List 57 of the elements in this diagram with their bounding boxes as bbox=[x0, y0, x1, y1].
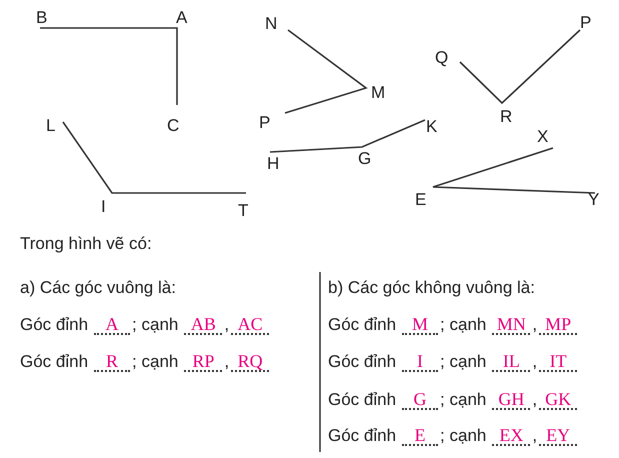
point-label: T bbox=[238, 201, 248, 221]
point-label: E bbox=[415, 190, 426, 210]
fill-in-line: IT bbox=[539, 352, 578, 372]
point-label: P bbox=[259, 113, 270, 133]
prompt-text: Góc đỉnh bbox=[328, 351, 396, 373]
point-label: C bbox=[167, 116, 180, 136]
point-label: K bbox=[426, 117, 438, 137]
point-label: I bbox=[101, 197, 106, 217]
point-label: B bbox=[36, 8, 48, 28]
fill-in-line: EX bbox=[492, 426, 530, 446]
fill-in-line: G bbox=[402, 390, 438, 410]
fill-in-line: RP bbox=[184, 352, 222, 372]
separator-text: , bbox=[532, 425, 538, 447]
point-label: N bbox=[265, 14, 278, 34]
fill-in-line: RQ bbox=[231, 352, 270, 372]
point-label: L bbox=[46, 116, 56, 136]
point-label: P bbox=[580, 13, 592, 33]
fill-in-line: MN bbox=[492, 315, 530, 335]
fill-in-line: R bbox=[94, 352, 130, 372]
heading-text: Trong hình vẽ có: bbox=[20, 234, 152, 254]
separator-text: , bbox=[224, 314, 230, 336]
prompt-text: Góc đỉnh bbox=[328, 314, 396, 336]
fill-in-line: GK bbox=[539, 390, 578, 410]
prompt-text: Góc đỉnh bbox=[328, 389, 396, 411]
separator-text: ; cạnh bbox=[132, 351, 178, 373]
separator-text: ; cạnh bbox=[440, 425, 486, 447]
question-text: b) Các góc không vuông là: bbox=[328, 278, 535, 298]
separator-text: ; cạnh bbox=[440, 314, 486, 336]
separator-text: ; cạnh bbox=[440, 389, 486, 411]
point-label: Y bbox=[588, 190, 600, 210]
separator-text: , bbox=[532, 351, 538, 373]
fill-in-line: EY bbox=[539, 426, 578, 446]
separator-text: , bbox=[224, 351, 230, 373]
separator-text: ; cạnh bbox=[132, 314, 178, 336]
fill-in-line: MP bbox=[539, 315, 578, 335]
separator-text: , bbox=[532, 314, 538, 336]
fill-in-line: GH bbox=[492, 390, 530, 410]
fill-in-line: E bbox=[402, 426, 438, 446]
point-label: G bbox=[358, 149, 372, 169]
point-label: X bbox=[537, 127, 548, 147]
point-label: A bbox=[176, 8, 188, 28]
separator-text: ; cạnh bbox=[440, 351, 486, 373]
point-label: R bbox=[500, 107, 512, 127]
point-label: H bbox=[267, 154, 280, 174]
fill-in-line: M bbox=[402, 315, 438, 335]
prompt-text: Góc đỉnh bbox=[20, 314, 88, 336]
prompt-text: Góc đỉnh bbox=[20, 351, 88, 373]
question-text: a) Các góc vuông là: bbox=[20, 278, 176, 298]
fill-in-line: A bbox=[94, 315, 130, 335]
point-label: Q bbox=[435, 48, 448, 68]
fill-in-line: AB bbox=[184, 315, 222, 335]
fill-in-line: AC bbox=[231, 315, 270, 335]
prompt-text: Góc đỉnh bbox=[328, 425, 396, 447]
separator-text: , bbox=[532, 389, 538, 411]
fill-in-line: IL bbox=[492, 352, 530, 372]
point-label: M bbox=[371, 83, 386, 103]
fill-in-line: I bbox=[402, 352, 438, 372]
